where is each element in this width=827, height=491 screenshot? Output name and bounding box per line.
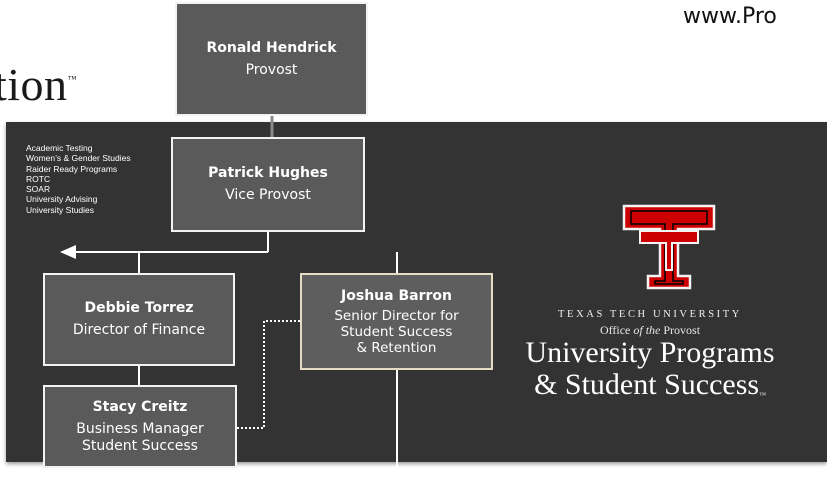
business-manager-title-line1: Business Manager: [76, 420, 204, 437]
programs-list: Academic Testing Women’s & Gender Studie…: [26, 143, 131, 215]
finance-director-box: Debbie Torrez Director of Finance: [43, 273, 235, 366]
partial-title-text: tion™: [0, 58, 77, 111]
partial-website-text: www.Pro: [683, 4, 777, 29]
list-item: Academic Testing: [26, 143, 93, 153]
senior-director-title-line3: & Retention: [356, 339, 437, 356]
list-item: SOAR: [26, 184, 51, 195]
office-of-provost: Office of the Provost: [500, 323, 800, 338]
finance-director-name: Debbie Torrez: [84, 300, 194, 316]
office-of-the: of the: [633, 323, 661, 337]
finance-director-title: Director of Finance: [72, 322, 206, 338]
senior-director-name: Joshua Barron: [341, 287, 452, 304]
business-manager-name: Stacy Creitz: [92, 398, 188, 415]
unit-name-line1: University Programs: [525, 336, 775, 369]
provost-box: Ronald Hendrick Provost: [175, 2, 368, 116]
list-item: Women’s & Gender Studies: [26, 153, 131, 164]
business-manager-title-line2: Student Success: [82, 437, 198, 454]
business-manager-box: Stacy Creitz Business Manager Student Su…: [43, 385, 237, 468]
senior-director-title-line1: Senior Director for: [334, 307, 459, 324]
unit-name-line2: & Student Success™: [480, 370, 820, 400]
dotted-connector: [237, 320, 300, 429]
list-item: Raider Ready Programs: [26, 163, 118, 174]
vice-provost-box: Patrick Hughes Vice Provost: [171, 137, 365, 232]
university-name: TEXAS TECH UNIVERSITY: [558, 309, 742, 320]
provost-title: Provost: [245, 61, 298, 78]
list-item: ROTC: [26, 173, 51, 184]
office-suffix: Provost: [660, 323, 701, 337]
provost-name: Ronald Hendrick: [206, 39, 337, 56]
vice-provost-title: Vice Provost: [225, 187, 311, 203]
senior-director-title-line2: Student Success: [340, 323, 453, 340]
list-item: University Studies: [26, 204, 95, 215]
list-item: University Advising: [26, 194, 98, 205]
vice-provost-name: Patrick Hughes: [208, 165, 328, 181]
senior-director-box: Joshua Barron Senior Director for Studen…: [300, 273, 493, 370]
partial-title-fragment: tion: [0, 59, 68, 110]
double-t-logo: [622, 204, 716, 290]
trademark-mark: ™: [67, 74, 77, 84]
arrow-head-icon: [60, 245, 76, 259]
office-prefix: Office: [599, 323, 634, 337]
unit-name-line2-text: & Student Success: [534, 368, 760, 401]
trademark-mark: ™: [759, 391, 766, 399]
